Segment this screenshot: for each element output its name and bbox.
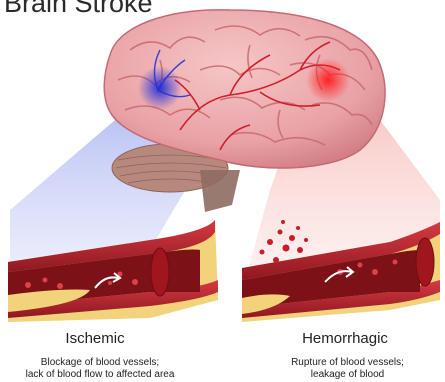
hemorrhagic-description: Rupture of blood vessels; leakage of blo… bbox=[255, 357, 440, 381]
ischemic-area bbox=[138, 66, 182, 110]
brainstem bbox=[200, 170, 240, 212]
page-title: Brain Stroke bbox=[4, 0, 153, 19]
ischemic-desc-line1: Blockage of blood vessels; bbox=[0, 357, 200, 369]
ischemic-description: Blockage of blood vessels; lack of blood… bbox=[0, 357, 200, 381]
hemorrhagic-desc-line2: leakage of blood bbox=[255, 369, 440, 381]
hemorrhagic-label: Hemorrhagic bbox=[280, 330, 410, 347]
hemorrhagic-desc-line1: Rupture of blood vessels; bbox=[255, 357, 440, 369]
ischemic-label: Ischemic bbox=[40, 330, 150, 347]
hemorrhagic-area bbox=[306, 58, 350, 102]
ischemic-desc-line2: lack of blood flow to affected area bbox=[0, 369, 200, 381]
